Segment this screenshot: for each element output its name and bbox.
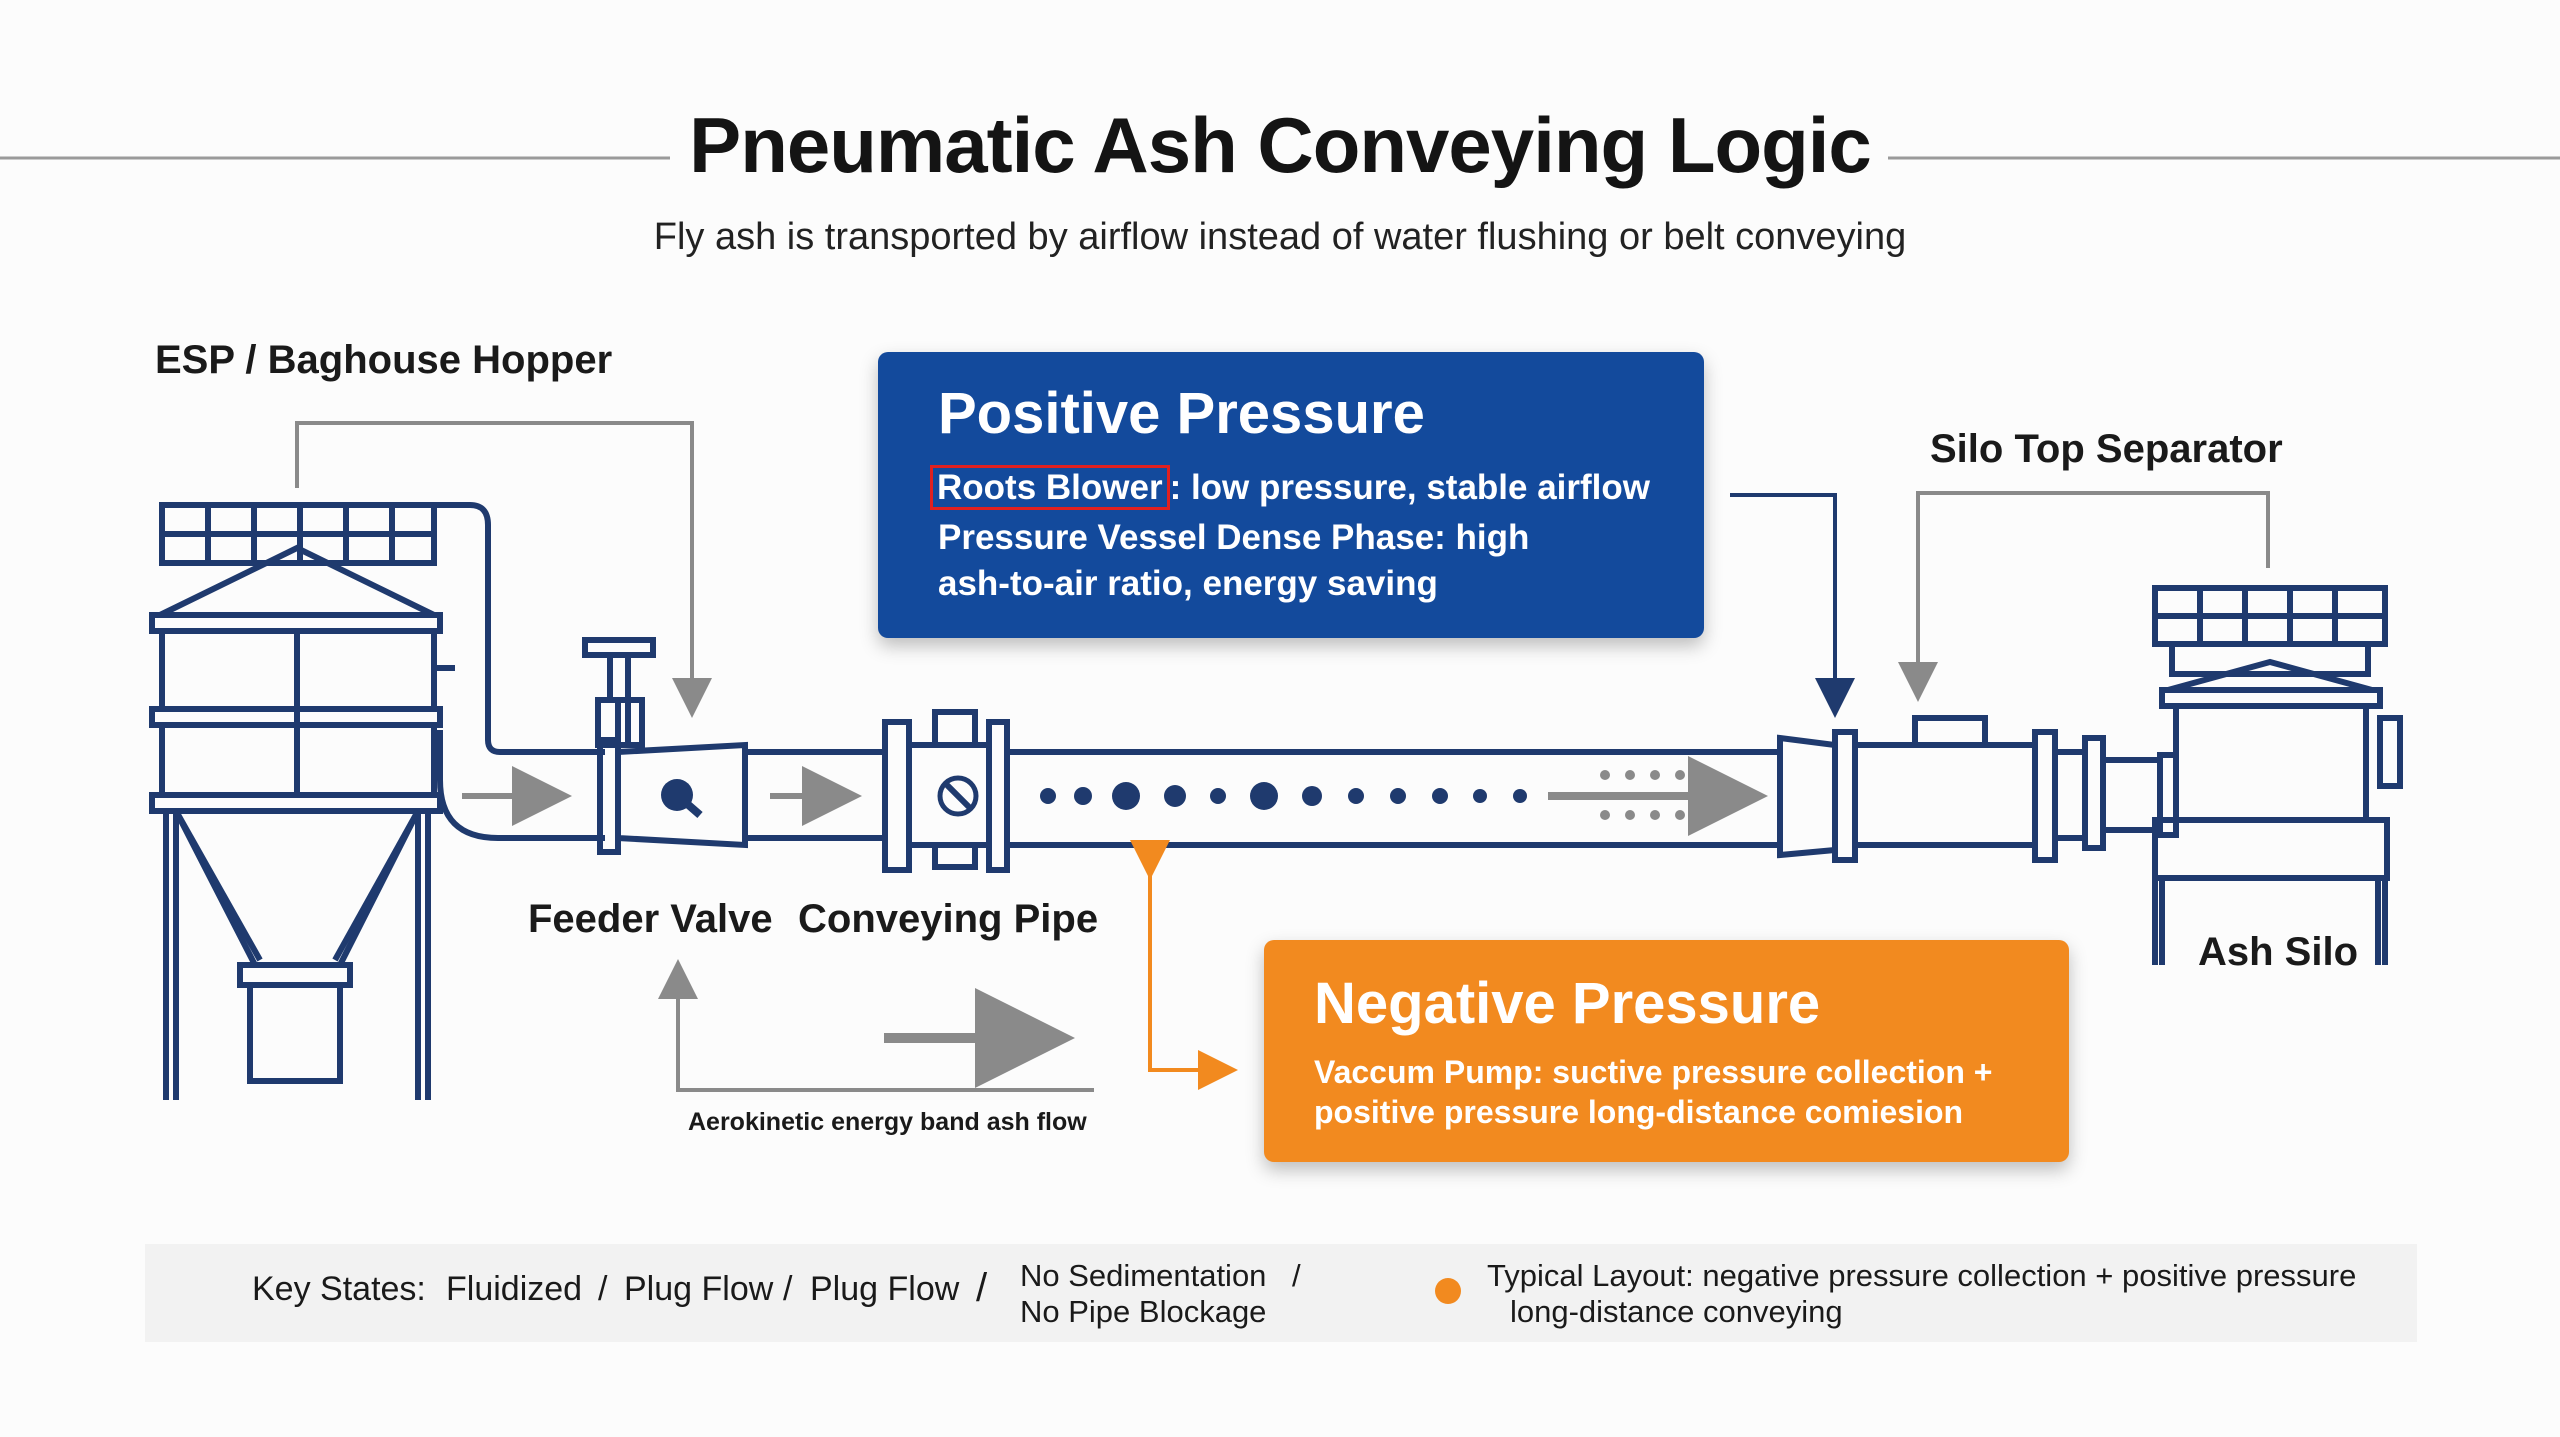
key-state-sep-1: / bbox=[598, 1270, 608, 1308]
ash-particle bbox=[1040, 788, 1056, 804]
key-state-3: Plug Flow bbox=[810, 1270, 960, 1308]
ash-particle bbox=[1250, 782, 1278, 810]
ash-particle bbox=[1164, 785, 1186, 807]
ash-particle bbox=[1210, 788, 1226, 804]
key-state-sep-2: / bbox=[783, 1270, 793, 1308]
negative-pressure-line-2: positive pressure long-distance comiesio… bbox=[1314, 1094, 1964, 1130]
hopper-icon bbox=[149, 502, 491, 1100]
positive-pressure-line-3: ash-to-air ratio, energy saving bbox=[938, 564, 1438, 603]
ash-particle bbox=[1112, 782, 1140, 810]
ash-particles bbox=[1040, 782, 1527, 810]
key-states-band bbox=[145, 1244, 2417, 1342]
roots-blower-highlight: Roots Blower bbox=[930, 465, 1170, 510]
typical-layout-line-2: long-distance conveying bbox=[1510, 1294, 1843, 1329]
hopper-connector bbox=[295, 421, 712, 718]
no-sedimentation-slash: / bbox=[1292, 1258, 1301, 1293]
ash-particle bbox=[1348, 788, 1364, 804]
positive-pressure-line-2: Pressure Vessel Dense Phase: high bbox=[938, 518, 1530, 557]
positive-pressure-line-1: Roots Blower: low pressure, stable airfl… bbox=[930, 464, 1650, 512]
valve-stem-icon bbox=[674, 791, 703, 819]
page-subtitle: Fly ash is transported by airflow instea… bbox=[653, 216, 1907, 258]
negative-pressure-title: Negative Pressure bbox=[1314, 971, 1821, 1036]
feeder-feedback-connector bbox=[658, 959, 1094, 1092]
no-sedimentation: No Sedimentation bbox=[1020, 1258, 1267, 1293]
positive-pressure-title: Positive Pressure bbox=[938, 381, 1425, 446]
ash-silo-label: Ash Silo bbox=[2198, 930, 2359, 974]
negative-pressure-connector bbox=[1130, 840, 1238, 1090]
key-state-2: Plug Flow bbox=[624, 1270, 774, 1308]
feeder-valve-label: Feeder Valve bbox=[528, 897, 773, 941]
ash-particle bbox=[1432, 788, 1448, 804]
key-states-label: Key States: bbox=[252, 1270, 426, 1308]
hopper-label: ESP / Baghouse Hopper bbox=[155, 338, 613, 382]
positive-pressure-connector bbox=[1730, 493, 1855, 718]
key-state-sep-3: / bbox=[976, 1266, 988, 1310]
conveying-pipe-label: Conveying Pipe bbox=[798, 897, 1099, 941]
ash-particle bbox=[1302, 786, 1322, 806]
ash-particle bbox=[1074, 787, 1092, 805]
page-title: Pneumatic Ash Conveying Logic bbox=[689, 101, 1872, 189]
key-state-1: Fluidized bbox=[446, 1270, 583, 1308]
silo-separator-label: Silo Top Separator bbox=[1930, 427, 2283, 471]
negative-pressure-line-1: Vaccum Pump: suctive pressure collection… bbox=[1314, 1054, 1993, 1090]
ash-particle bbox=[1390, 788, 1406, 804]
ash-silo-icon bbox=[2152, 585, 2403, 965]
typical-layout-line-1: Typical Layout: negative pressure collec… bbox=[1487, 1258, 2357, 1293]
flow-note: Aerokinetic energy band ash flow bbox=[688, 1108, 1087, 1136]
negative-pressure-box: Negative Pressure Vaccum Pump: suctive p… bbox=[1264, 940, 2069, 1162]
roots-blower-detail: : low pressure, stable airflow bbox=[1169, 468, 1650, 507]
orange-bullet-icon bbox=[1435, 1278, 1461, 1304]
pipe-valve-stem-icon bbox=[943, 781, 973, 811]
ash-particle bbox=[1513, 789, 1527, 803]
pipe-valve-disc-icon bbox=[937, 775, 979, 817]
no-pipe-blockage: No Pipe Blockage bbox=[1020, 1294, 1267, 1329]
ash-particle bbox=[1473, 789, 1487, 803]
positive-pressure-box: Positive Pressure Roots Blower: low pres… bbox=[878, 352, 1704, 638]
separator-connector bbox=[1898, 491, 2270, 702]
feeder-valve-icon bbox=[437, 637, 885, 855]
